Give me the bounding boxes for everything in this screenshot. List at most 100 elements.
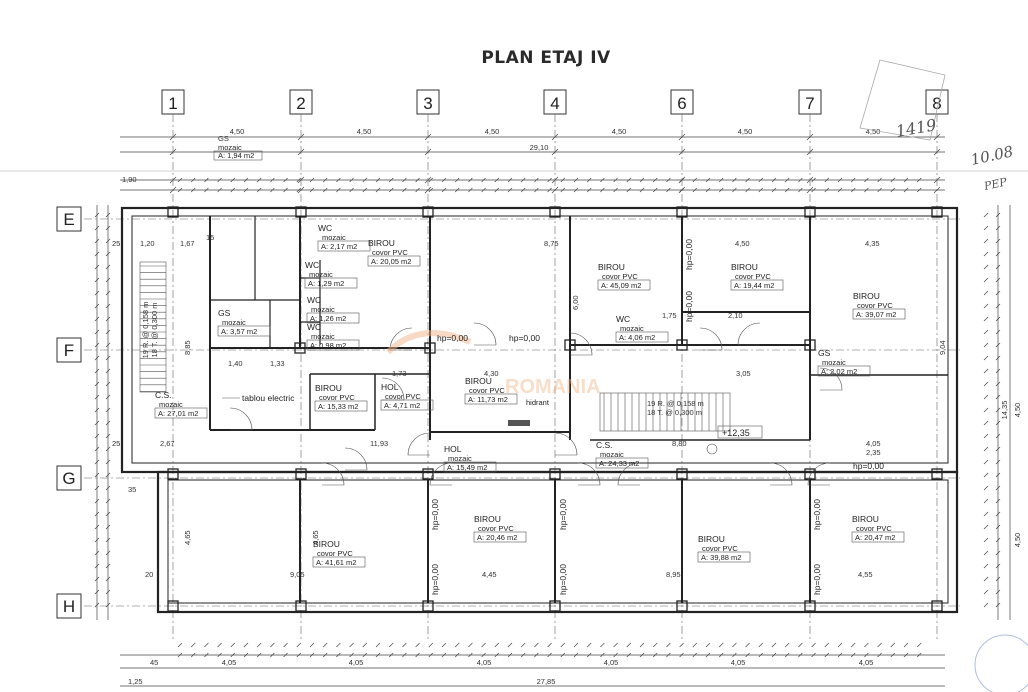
room-area: A: 20,46 m2 (477, 533, 517, 542)
dim-465a: 4,65 (183, 530, 192, 545)
svg-text:F: F (64, 341, 74, 360)
hp-label-6: hp=0,00 (430, 499, 440, 530)
left-detail-ticks (94, 212, 111, 608)
room-name: GS (218, 308, 231, 318)
dim-465b: 4,65 (311, 530, 320, 545)
room-area: A: 11,73 m2 (468, 395, 508, 404)
scan-streak (0, 170, 1028, 172)
room-finish: covor PVC (478, 524, 514, 533)
right-dim-b: 4,50 (1013, 533, 1022, 548)
room-area: A: 15,49 m2 (447, 463, 487, 472)
watermark: ROMANIA (385, 330, 601, 398)
handwritten-notes: 1419 10.08 PEP (859, 59, 1028, 692)
hp-label-8: hp=0,00 (812, 499, 822, 530)
top-span-6: 4,50 (866, 127, 881, 136)
bottom-span-3: 4,05 (477, 658, 492, 667)
dim-1-90: 1,90 (122, 175, 137, 184)
room-area: A: 19,44 m2 (734, 281, 774, 290)
room-finish: covor PVC (469, 386, 505, 395)
bottom-span-5: 4,05 (731, 658, 746, 667)
bottom-total: 27,85 (537, 677, 556, 686)
stair-left: 19 R. @ 0,158 m 18 T. @ 0,300 m (139, 261, 167, 393)
dim-20: 20 (145, 570, 153, 579)
bottom-edge: 45 (150, 658, 158, 667)
hp-label-3: hp=0,00 (853, 461, 884, 471)
dim-450: 4,50 (735, 239, 750, 248)
svg-text:H: H (63, 597, 75, 616)
stair-right-risers: 19 R. @ 0,158 m (647, 399, 704, 408)
bottom-span-1: 4,05 (222, 658, 237, 667)
hp-label-4: hp=0,00 (684, 239, 694, 270)
hp-label-9: hp=0,00 (430, 564, 440, 595)
room-area: A: 4,71 m2 (384, 401, 420, 410)
room-name: BIROU (598, 262, 625, 272)
room-name: BIROU (474, 514, 501, 524)
dim-880: 8,80 (672, 439, 687, 448)
room-name: BIROU (313, 539, 340, 549)
dim-173: 1,73 (392, 369, 407, 378)
right-dim-a: 4,50 (1013, 403, 1022, 418)
dim-175: 1,75 (662, 311, 677, 320)
side-dimensions: 14,35 4,50 4,50 (94, 205, 1022, 620)
room-finish: covor PVC (372, 248, 408, 257)
room-area: A: 1,29 m2 (308, 279, 344, 288)
axis-row-F: F (56, 337, 82, 363)
room-name: BIROU (731, 262, 758, 272)
room-name: WC (318, 223, 332, 233)
room-area: A: 39,07 m2 (856, 310, 896, 319)
svg-text:6: 6 (677, 94, 686, 113)
room-area: A: 1,26 m2 (310, 314, 346, 323)
dim-445: 4,45 (482, 570, 497, 579)
room-area: A: 0,98 m2 (310, 341, 346, 350)
dim-25a: 25 (112, 239, 120, 248)
room-name: BIROU (315, 383, 342, 393)
bottom-span-4: 4,05 (604, 658, 619, 667)
axis-col-4: 4 (543, 89, 567, 115)
room-finish: mozaic (159, 400, 183, 409)
svg-text:3: 3 (423, 94, 432, 113)
dim-904: 9,04 (938, 340, 947, 355)
dim-875: 8,75 (544, 239, 559, 248)
room-finish: covor PVC (317, 549, 353, 558)
room-area: A: 2,17 m2 (321, 242, 357, 251)
dim-885: 8,85 (183, 340, 192, 355)
room-finish: mozaic (620, 324, 644, 333)
room-name: BIROU (853, 291, 880, 301)
plan-title: PLAN ETAJ IV (481, 48, 611, 68)
dim-267: 2,67 (160, 439, 175, 448)
room-name: BIROU (698, 534, 725, 544)
room-finish: mozaic (822, 358, 846, 367)
room-name: HOL (444, 444, 462, 454)
handwriting-initials: PEP (982, 175, 1009, 193)
top-span-2: 4,50 (357, 127, 372, 136)
axis-col-2: 2 (289, 89, 313, 115)
svg-text:4: 4 (550, 94, 559, 113)
room-area: A: 20,47 m2 (855, 533, 895, 542)
room-area: A: 45,09 m2 (601, 281, 641, 290)
hp-label-5: hp=0,00 (684, 291, 694, 322)
hp-label-1: hp=0,00 (437, 333, 468, 343)
room-area: A: 2,02 m2 (821, 367, 857, 376)
dim-430: 4,30 (484, 369, 499, 378)
hp-label-2: hp=0,00 (509, 333, 540, 343)
dim-305: 3,05 (736, 369, 751, 378)
room-finish: mozaic (322, 233, 346, 242)
stair-right-treads: 18 T. @ 0,300 m (647, 408, 702, 417)
axis-col-3: 3 (416, 89, 440, 115)
